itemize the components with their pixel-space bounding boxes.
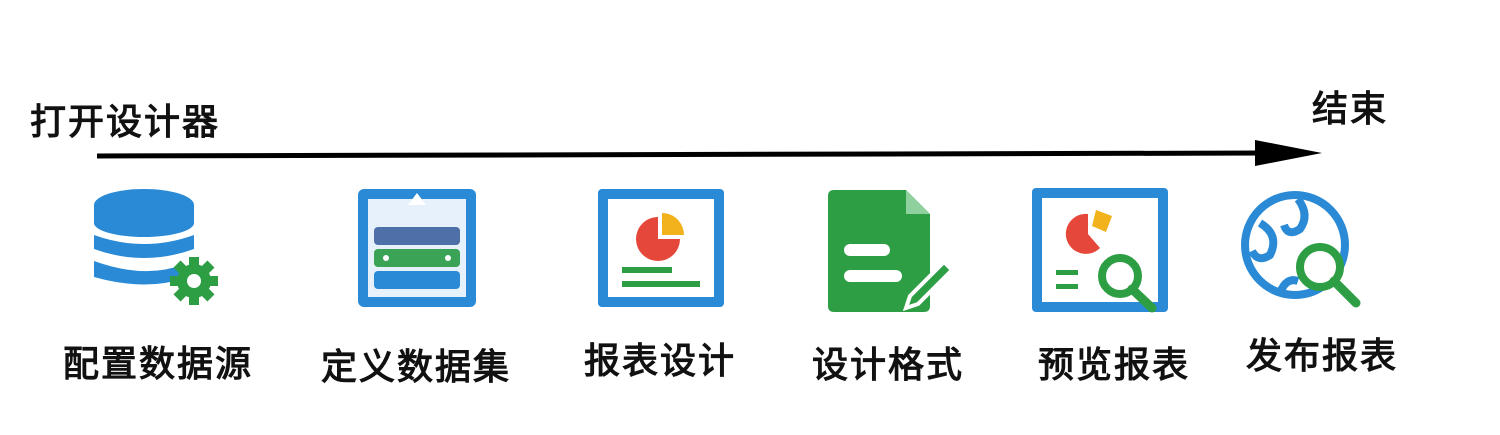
report-chart-icon	[598, 189, 724, 307]
end-label: 结束	[1312, 89, 1389, 130]
globe-search-icon	[1241, 191, 1361, 308]
document-edit-icon	[828, 190, 955, 312]
step-label: 定义数据集	[320, 347, 511, 388]
start-label: 打开设计器	[30, 102, 221, 143]
database-gear-icon	[94, 189, 218, 305]
dataset-layers-icon	[358, 189, 476, 307]
step-label: 配置数据源	[62, 344, 253, 385]
step-label: 预览报表	[1037, 345, 1190, 386]
step-label: 发布报表	[1245, 336, 1398, 377]
step-label: 设计格式	[811, 345, 964, 386]
step-label: 报表设计	[583, 341, 736, 382]
report-preview-icon	[1032, 188, 1168, 313]
